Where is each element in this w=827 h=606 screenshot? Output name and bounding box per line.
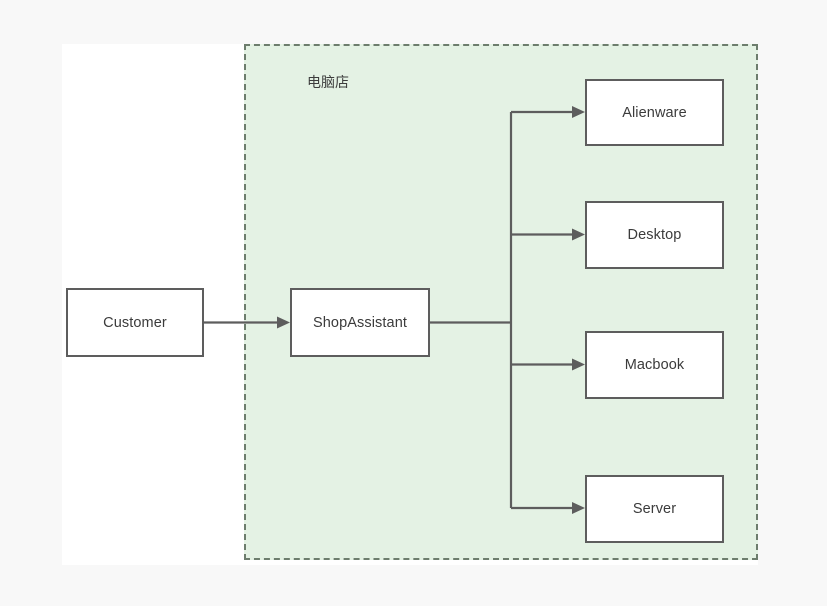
node-shopassistant[interactable]: ShopAssistant bbox=[290, 288, 430, 357]
node-label: Desktop bbox=[627, 227, 682, 243]
node-label: ShopAssistant bbox=[313, 314, 407, 331]
node-label: Customer bbox=[103, 314, 167, 331]
group-label: 电脑店 bbox=[307, 74, 349, 90]
node-desktop[interactable]: Desktop bbox=[585, 201, 724, 269]
node-label: Alienware bbox=[622, 104, 687, 121]
node-server[interactable]: Server bbox=[585, 475, 724, 543]
node-customer[interactable]: Customer bbox=[66, 288, 204, 357]
node-label: Macbook bbox=[624, 357, 685, 373]
node-label: Server bbox=[632, 501, 677, 517]
node-alienware[interactable]: Alienware bbox=[585, 79, 724, 146]
node-macbook[interactable]: Macbook bbox=[585, 331, 724, 399]
